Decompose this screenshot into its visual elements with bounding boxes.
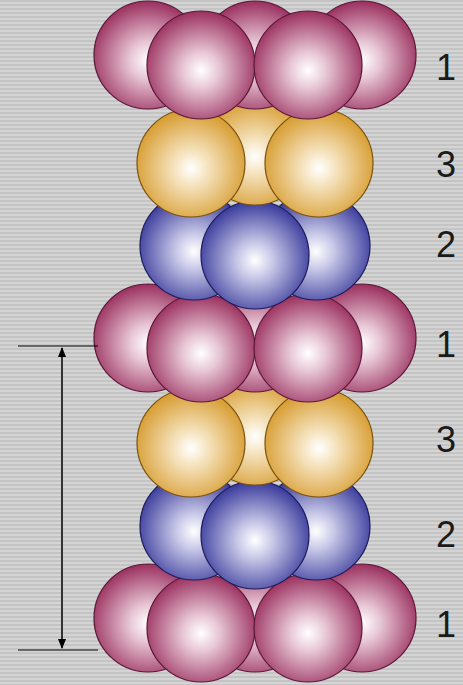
atom-sphere (254, 294, 362, 402)
atom-sphere (147, 574, 255, 682)
layer-number: 2 (436, 227, 456, 263)
atom-sphere (137, 389, 245, 497)
layer-number: 1 (436, 327, 456, 363)
layer-number: 1 (436, 607, 456, 643)
atom-sphere (147, 294, 255, 402)
layer-number: 3 (436, 147, 456, 183)
bracket-tick (18, 649, 98, 650)
dimension-arrow (61, 348, 63, 648)
atom-sphere (254, 11, 362, 119)
layer-number: 1 (436, 50, 456, 86)
atom-sphere (137, 109, 245, 217)
sphere-stack (94, 1, 416, 682)
atom-sphere (201, 201, 309, 309)
bracket-tick (18, 345, 98, 346)
atom-sphere (254, 574, 362, 682)
layer-number: 3 (436, 422, 456, 458)
atom-sphere (201, 481, 309, 589)
layer-number: 2 (436, 517, 456, 553)
period-bracket (18, 346, 98, 650)
atom-sphere (265, 109, 373, 217)
atom-sphere (265, 389, 373, 497)
atom-sphere (147, 11, 255, 119)
